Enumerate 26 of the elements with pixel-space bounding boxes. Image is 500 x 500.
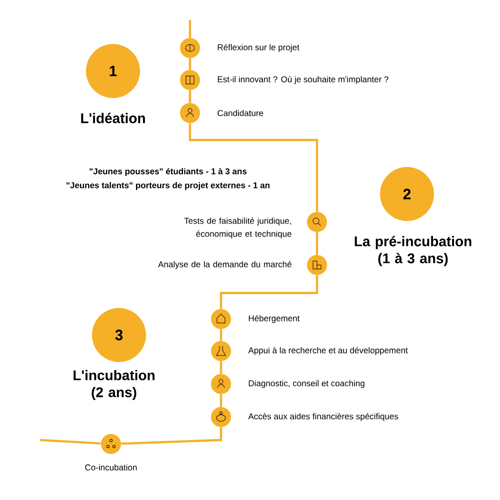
item-label: Co-incubation — [85, 464, 137, 470]
item-label: Est-il innovant ? Où je souhaite m'implanter ? — [218, 76, 388, 84]
timeline-line — [40, 438, 101, 445]
item-label: Hébergement — [248, 315, 300, 323]
item-label: Analyse de la demande du marché — [158, 261, 292, 269]
audience-note: "Jeunes pousses" étudiants - 1 à 3 ans — [90, 168, 247, 176]
timeline-line — [220, 394, 222, 407]
timeline-line — [220, 361, 222, 374]
item-label: Candidature — [218, 110, 264, 116]
item-label: Appui à la recherche et au développement — [248, 347, 408, 355]
timeline-line — [121, 427, 222, 445]
phase-title: L'idéation — [81, 112, 145, 124]
item-label: Diagnostic, conseil et coaching — [248, 380, 364, 388]
timeline-line — [220, 329, 222, 341]
item-label: Tests de faisabilité juridique, économique et technique — [184, 218, 292, 238]
item-label: Réflexion sur le projet — [218, 44, 300, 52]
timeline-line — [316, 232, 318, 255]
phase-title: L'incubation (2 ans) — [74, 370, 154, 400]
timeline-line — [188, 58, 192, 70]
timeline-line — [188, 90, 192, 103]
timeline-line — [220, 275, 318, 309]
timeline-line — [188, 123, 318, 212]
phase-title: La pré-incubation (1 à 3 ans) — [354, 236, 472, 266]
audience-note: "Jeunes talents" porteurs de projet externes - 1 an — [66, 182, 270, 190]
item-label: Accès aux aides financières spécifiques — [248, 413, 398, 421]
timeline-line — [188, 20, 192, 38]
